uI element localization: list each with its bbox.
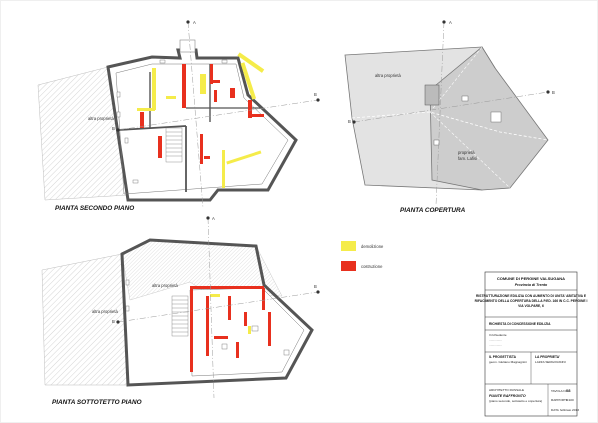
construction-marks (140, 64, 264, 164)
section-line-a (187, 21, 204, 209)
section-marker-b-left: B (112, 126, 120, 132)
roof-right-wing (429, 46, 549, 191)
skylight (461, 95, 469, 102)
tb-notes-1: Il richiedente (489, 333, 507, 337)
roof-hip (429, 46, 483, 113)
window-marks (116, 59, 228, 184)
section-marker-b: B (314, 92, 320, 102)
tb-municipality: COMUNE DI PERGINE VALSUGANA (497, 276, 565, 281)
tb-drawing-title: PIANTE RAFFRONTO (489, 394, 526, 398)
legend-demolition-swatch (341, 241, 356, 251)
attic-windows (125, 279, 290, 356)
second-floor-plan: altra proprietà PIANTA SECONDO PIANO A B… (37, 20, 320, 212)
tb-request: RICHIESTA DI CONCESSIONE EDILIZIA (489, 322, 551, 326)
roof-ridge (351, 111, 549, 141)
attic-demolition-marks (210, 294, 251, 334)
attic-stair (171, 295, 189, 337)
tb-drawing-group: ARCHITETTO RUSSALE (489, 388, 524, 392)
tb-notes-3: ............... (489, 343, 502, 347)
svg-text:B: B (112, 319, 115, 324)
legend-demolition-label: demolizione (361, 244, 384, 249)
section-line-b (117, 291, 319, 323)
svg-text:B: B (552, 90, 555, 95)
tb-scale-label: RAPPORTO (551, 398, 569, 402)
legend-construction-swatch (341, 261, 356, 271)
stair (165, 127, 183, 163)
section-line-b (117, 99, 319, 131)
second-floor-title: PIANTA SECONDO PIANO (55, 205, 134, 212)
second-floor-neighbor-label: altra proprietà (88, 116, 115, 121)
legend-construction-label: costruzione (361, 264, 383, 269)
section-marker-a: A (206, 216, 215, 221)
roof-owner-label-2: fam. Lafisi (458, 156, 477, 161)
section-marker-b-left: B (112, 319, 120, 324)
attic-neighbor-label-top: altra proprietà (152, 283, 179, 288)
roof-hip (429, 111, 511, 189)
tb-project-line-3: VIA VOLPARE, 6 (518, 304, 544, 308)
tb-notes-2: ............... (489, 338, 502, 342)
attic-construction-marks (190, 286, 271, 372)
svg-text:A: A (193, 20, 196, 25)
tb-scale-value: 1:100 (566, 398, 574, 402)
tb-owner-name: LAZZA SERGIO/ANNI (535, 360, 566, 364)
title-block: COMUNE DI PERGINE VALSUGANA Provincia di… (475, 271, 588, 417)
section-marker-b: B (546, 90, 555, 95)
skylight (490, 111, 502, 123)
tb-architect-name: geom. Giuliano Magnagnini (489, 360, 527, 364)
tb-table-number: 08 (566, 388, 571, 393)
roof-plan: altra proprietà proprietà fam. Lafisi PI… (344, 20, 555, 214)
tb-project-line-2: RIFACIMENTO DELLA COPERTURA DELLA P.ED. … (475, 299, 588, 303)
skylight (433, 139, 440, 146)
tb-province: Provincia di Trento (515, 283, 548, 287)
tb-architect-label: IL PROGETTISTA (489, 355, 517, 359)
balcony (179, 39, 196, 53)
attic-neighbor-label-left: altra proprietà (92, 309, 119, 314)
section-marker-b-left: B (348, 119, 356, 124)
roof-owner-label-1: proprietà (458, 150, 475, 155)
legend: demolizione costruzione (341, 241, 384, 271)
attic-plan: altra proprietà altra proprietà PIANTA S… (41, 216, 320, 406)
chimney (424, 84, 440, 106)
second-floor-outline (106, 48, 298, 202)
internal-wall (117, 125, 187, 131)
section-marker-a: A (186, 20, 196, 25)
svg-text:B: B (348, 119, 351, 124)
roof-title: PIANTA COPERTURA (400, 207, 466, 214)
svg-text:A: A (212, 216, 215, 221)
tb-date-value: febbraio 2013 (560, 408, 579, 412)
section-marker-a: A (442, 20, 452, 25)
neighbor-hatch-left (41, 253, 129, 386)
second-floor-inner (115, 63, 289, 195)
section-line-a (207, 217, 215, 399)
svg-text:B: B (112, 126, 115, 131)
roof-neighbor-label: altra proprietà (375, 73, 402, 78)
tb-date-label: DATA (551, 408, 560, 412)
tb-owner-label: LA PROPRIETA' (535, 355, 560, 359)
section-line-a (435, 21, 445, 206)
attic-outline (120, 238, 314, 387)
section-marker-b: B (314, 284, 320, 294)
svg-text:A: A (449, 20, 452, 25)
tb-project-line-1: RISTRUTTURAZIONE EDILIZIA CON AUMENTO DI… (476, 294, 587, 298)
demolition-marks (137, 52, 265, 188)
svg-text:B: B (314, 92, 317, 97)
tb-drawing-subtitle: (piano secondo, sottotetto e copertura) (489, 399, 542, 403)
attic-title: PIANTA SOTTOTETTO PIANO (52, 399, 142, 406)
svg-text:B: B (314, 284, 317, 289)
tb-table-label: TAVOLA N. (551, 389, 567, 393)
